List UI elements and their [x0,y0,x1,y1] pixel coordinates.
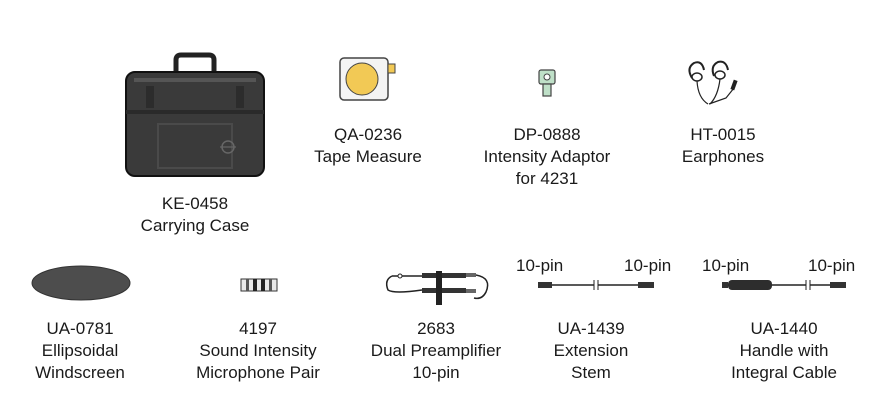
name2-ua1440: Integral Cable [731,363,837,382]
pin-right-ua1440: 10-pin [808,256,856,275]
code-ht0015: HT-0015 [690,125,756,144]
code-ke0458: KE-0458 [161,194,229,213]
name-dp0888: Intensity Adaptor [483,147,611,166]
pin-right-ua1439: 10-pin [624,256,672,275]
name-ua0781: Ellipsoidal [41,341,119,360]
handle-cable-image [722,280,846,290]
caption-ht0015: HT-0015 Earphones [682,124,764,168]
tape-measure-image [339,57,396,101]
caption-2683: 2683 Dual Preamplifier 10-pin [371,318,501,384]
windscreen-image [31,265,131,301]
name-ua1440: Handle with [739,341,829,360]
name-ke0458: Carrying Case [140,216,250,235]
name-4197: Sound Intensity [199,341,317,360]
code-2683: 2683 [417,319,455,338]
code-dp0888: DP-0888 [513,125,581,144]
name-ua1439: Extension [553,341,629,360]
carrying-case-image [125,52,265,177]
name2-ua1439: Stem [571,363,611,382]
code-qa0236: QA-0236 [333,125,403,144]
extension-stem-image [538,280,654,290]
name-qa0236: Tape Measure [314,147,422,166]
microphone-pair-image [240,278,278,292]
caption-ua0781: UA-0781 Ellipsoidal Windscreen [35,318,125,384]
pin-left-ua1440: 10-pin [702,256,750,275]
caption-4197: 4197 Sound Intensity Microphone Pair [196,318,320,384]
name2-2683: 10-pin [412,363,460,382]
code-ua1440: UA-1440 [750,319,818,338]
code-ua0781: UA-0781 [46,319,114,338]
caption-ua1439: UA-1439 Extension Stem [554,318,629,384]
caption-qa0236: QA-0236 Tape Measure [314,124,422,168]
earphones-image [688,60,738,105]
name-2683: Dual Preamplifier [370,341,502,360]
code-4197: 4197 [239,319,277,338]
intensity-adaptor-image [538,69,556,97]
dual-preamplifier-image [385,271,489,305]
name-ht0015: Earphones [681,147,765,166]
pin-left-ua1439: 10-pin [516,256,564,275]
code-ua1439: UA-1439 [557,319,625,338]
name2-ua0781: Windscreen [35,363,125,382]
name2-4197: Microphone Pair [196,363,320,382]
caption-ua1440: UA-1440 Handle with Integral Cable [731,318,837,384]
caption-ke0458: KE-0458 Carrying Case [141,193,250,237]
name2-dp0888: for 4231 [515,169,579,188]
caption-dp0888: DP-0888 Intensity Adaptor for 4231 [484,124,611,190]
